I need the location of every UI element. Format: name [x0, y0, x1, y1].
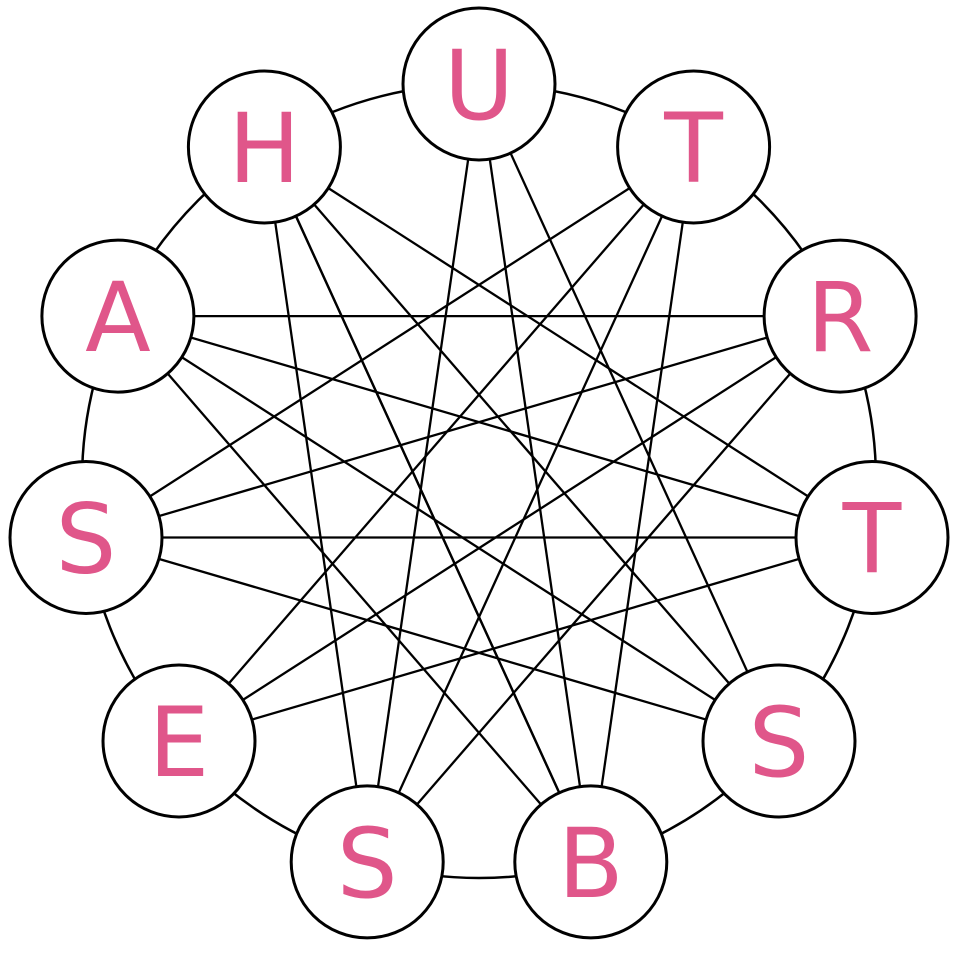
connection-line-n8-n4	[178, 536, 873, 743]
node-circle	[40, 238, 196, 394]
connection-line-n2-n8	[178, 146, 695, 742]
node-letter: H	[228, 93, 300, 205]
node-n9: S	[8, 460, 164, 615]
node-n4: T	[794, 460, 950, 615]
node-n7: S	[289, 784, 445, 940]
node-n1: U	[401, 6, 557, 162]
connection-line-n10-n5	[117, 315, 780, 742]
node-letter: B	[558, 808, 624, 920]
node-letter: A	[85, 262, 151, 374]
node-n5: S	[701, 663, 857, 819]
connection-line-n5-n11	[263, 146, 780, 742]
node-circle	[794, 460, 950, 615]
node-circle	[401, 6, 557, 162]
node-circle	[186, 69, 342, 225]
node-letter: E	[149, 687, 210, 799]
connection-line-n4-n10	[117, 314, 873, 539]
node-n8: E	[101, 663, 257, 819]
node-letter: S	[337, 808, 398, 920]
connection-line-n11-n7	[263, 146, 369, 863]
connection-line-n10-n6	[117, 315, 592, 863]
node-letter: R	[807, 262, 874, 374]
node-n10: A	[40, 238, 196, 394]
node-n11: H	[186, 69, 342, 225]
node-circle	[101, 663, 257, 819]
node-circle	[8, 460, 164, 615]
node-circle	[513, 784, 669, 940]
connection-line-n8-n3	[178, 315, 841, 742]
connection-line-n5-n1	[477, 83, 781, 742]
connection-line-n11-n6	[263, 146, 592, 863]
node-letter: T	[663, 93, 723, 205]
connection-line-n2-n9	[85, 146, 695, 539]
connection-line-n9-n5	[85, 536, 780, 743]
node-letter: U	[444, 30, 514, 142]
node-circle	[289, 784, 445, 940]
node-n2: T	[616, 69, 772, 225]
connection-line-n3-n9	[85, 314, 841, 539]
connection-line-n6-n2	[589, 146, 695, 863]
node-letter: T	[842, 484, 902, 596]
connection-line-n7-n3	[366, 315, 841, 863]
node-n3: R	[762, 238, 918, 394]
connection-line-n1-n6	[477, 83, 592, 863]
node-circle	[762, 238, 918, 394]
node-letter: S	[749, 687, 810, 799]
node-circle	[701, 663, 857, 819]
node-n6: B	[513, 784, 669, 940]
connection-line-n7-n2	[366, 146, 695, 863]
node-letter: S	[56, 484, 117, 596]
connection-line-n1-n7	[366, 83, 481, 863]
connection-line-n4-n11	[263, 146, 873, 539]
connection-lines	[85, 83, 873, 863]
node-circle	[616, 69, 772, 225]
